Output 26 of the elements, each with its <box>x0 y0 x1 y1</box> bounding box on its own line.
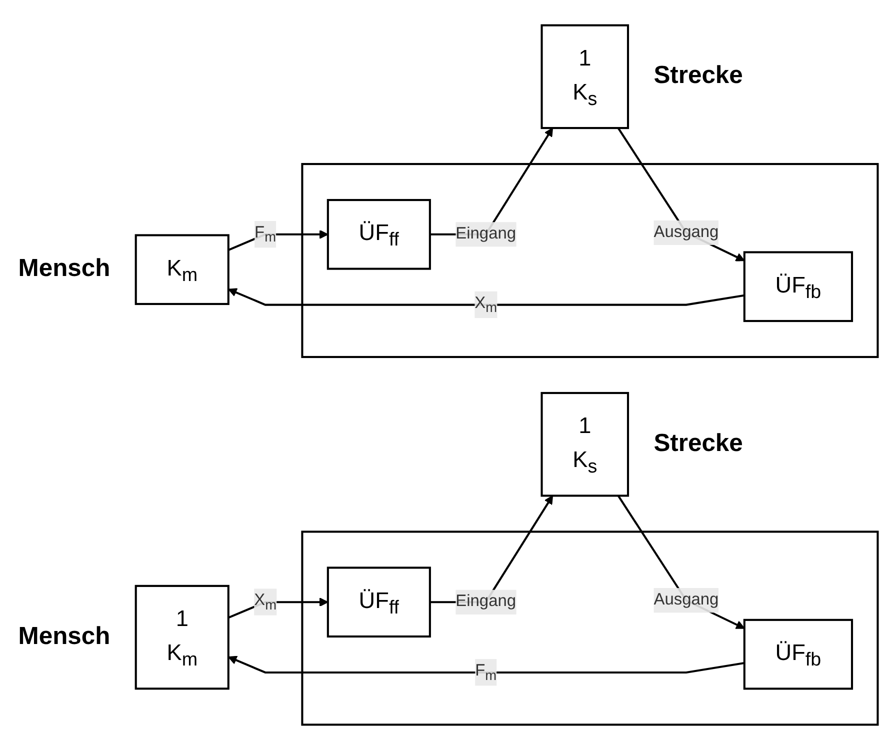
side-label: Mensch <box>18 622 110 650</box>
node-box: 1 K$_{m}$ <box>134 584 229 690</box>
edge-label: Eingang <box>455 224 516 242</box>
arrow <box>616 494 744 628</box>
node-box: ÜF$_{fb}$ <box>742 618 853 690</box>
side-label: Strecke <box>653 429 742 456</box>
cluster <box>300 530 878 726</box>
edge-label: F$_{m}$ <box>254 224 276 244</box>
arrow <box>227 288 744 306</box>
node-box: 1 K$_{s}$ <box>540 24 629 129</box>
node-box: ÜF$_{ff}$ <box>326 566 430 638</box>
edge-label: X$_{m}$ <box>474 294 497 315</box>
arrow <box>616 126 744 261</box>
edge-label: Ausgang <box>653 590 718 608</box>
side-label: Mensch <box>18 254 110 282</box>
node-box: 1 K$_{s}$ <box>540 391 629 496</box>
edge-label: Ausgang <box>653 222 718 240</box>
arrow <box>227 655 744 674</box>
node-box: ÜF$_{fb}$ <box>742 250 853 322</box>
edge-label: Eingang <box>455 592 516 610</box>
node-box: K$_{m}$ <box>134 234 229 305</box>
edge-label: X$_{m}$ <box>254 591 276 612</box>
edge-label: F$_{m}$ <box>474 662 496 682</box>
cluster <box>300 162 878 358</box>
side-label: Strecke <box>653 62 742 89</box>
node-box: ÜF$_{ff}$ <box>326 198 430 270</box>
